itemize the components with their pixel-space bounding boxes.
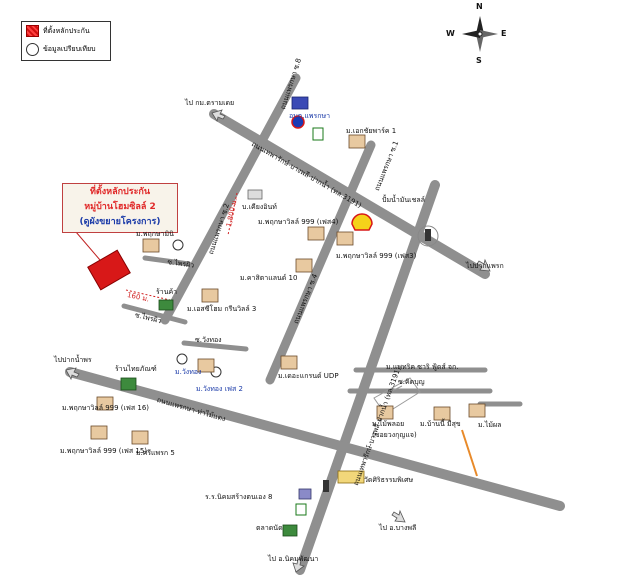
landmark-swatch bbox=[26, 42, 39, 56]
label-to-samutprakan: ไปปากน้ำพร bbox=[54, 356, 92, 364]
label-prueksa999-4: ม.พฤกษาวิลล์ 999 (เฟส4) bbox=[258, 218, 339, 226]
label-village-a1: ม.เอกชัยพาร์ค 1 bbox=[346, 127, 397, 135]
label-prueksa999-16: ม.พฤกษาวิลล์ 999 (เฟส 16) bbox=[62, 404, 150, 412]
label-sugar: บ.เคียงอินท์ bbox=[242, 203, 277, 211]
label-kasem10: ม.คาสิตาแลนด์ 10 bbox=[240, 274, 298, 282]
callout-line3: (ดูผังขยายโครงการ) bbox=[79, 217, 161, 227]
compass-e: E bbox=[501, 29, 507, 38]
seven-eleven-icon bbox=[312, 127, 324, 141]
legend-site-label: ที่ตั้งหลักประกัน bbox=[43, 26, 90, 35]
site-callout: ที่ตั้งหลักประกัน หมู่บ้านโฮมซิลล์ 2 (ดู… bbox=[62, 183, 178, 233]
traffic-light-top bbox=[417, 225, 439, 247]
temple-icon bbox=[337, 470, 365, 484]
label-market: ตลาดนัด bbox=[256, 524, 283, 532]
ptt-icon bbox=[291, 115, 305, 129]
label-s-homeville3: ม.เอสซีโฮม กรีนวิลล์ 3 bbox=[187, 305, 257, 313]
arrow-top-left bbox=[211, 109, 226, 123]
road-soi1 bbox=[265, 140, 376, 385]
compass-n: N bbox=[476, 2, 483, 11]
label-to-bangna: ไป กม.ตรามเดย bbox=[185, 99, 235, 107]
label-pruet-mini: ม.พฤกษามินิ bbox=[136, 230, 174, 238]
label-prueksa999-3: ม.พฤกษาวิลล์ 999 (เฟส3) bbox=[336, 252, 417, 260]
label-to-bottom-right: ไป อ.บางพลี bbox=[379, 524, 417, 532]
seven-eleven-icon-2 bbox=[295, 503, 307, 516]
school-icon bbox=[291, 96, 309, 110]
compass-w: W bbox=[446, 29, 455, 38]
road-soi-phumi bbox=[142, 255, 192, 267]
callout-line1: ที่ตั้งหลักประกัน bbox=[89, 187, 151, 197]
map-legend: ที่ตั้งหลักประกัน ข้อมูลเปรียบเทียบ bbox=[21, 21, 111, 61]
landmark-1 bbox=[176, 353, 188, 365]
label-m-wangthong: ม.วังทอง bbox=[175, 368, 202, 376]
label-soi-wangthong: ซ.วังทอง bbox=[195, 336, 222, 344]
factory-icon bbox=[247, 189, 263, 200]
house-icons bbox=[90, 134, 486, 445]
label-to-bottom: ไป อ.นิคมพัฒนา bbox=[268, 555, 319, 563]
label-shell: ปั้มน้ำมันเชลล์ bbox=[382, 196, 425, 204]
label-m-phatti: ม.แพทริค ซาริ ฟู้ดส์ จก. bbox=[386, 363, 459, 371]
label-m-wangthong2: ม.วังทอง เฟส 2 bbox=[196, 385, 243, 393]
label-school: อบต.แพรกษา bbox=[289, 112, 331, 120]
landmark-3 bbox=[172, 239, 184, 251]
road-orange bbox=[461, 429, 478, 477]
arrow-left bbox=[65, 367, 80, 381]
arrow-bottom bbox=[292, 558, 305, 573]
label-temple: วัดศิริธรรมพิเศษ bbox=[364, 476, 414, 484]
callout-line2: หมู่บ้านโฮมซิลล์ 2 bbox=[84, 202, 156, 212]
label-m-maiphloi-sub: (ซอยวงกุญแจ) bbox=[372, 431, 417, 439]
market-icon-2 bbox=[282, 524, 298, 537]
road-soi8 bbox=[160, 73, 301, 325]
compass-rose bbox=[462, 16, 498, 52]
road-phraeksa-main bbox=[65, 367, 565, 511]
label-soi-kitt: ซ.คิดบุญ bbox=[398, 378, 425, 386]
label-prueksa999-15: ม.พฤกษาวิลล์ 999 (เฟส 15) bbox=[60, 447, 148, 455]
label-m-maiphlo2: ม.ไม้ผล bbox=[478, 421, 502, 429]
shell-icon bbox=[351, 213, 373, 231]
label-to-praksa-right: ไปปากแพรก bbox=[466, 262, 504, 270]
label-school-sub: ร.ร.นิคมสร้างตนเอง 8 bbox=[205, 493, 273, 501]
label-m-bannee: ม.บ้านนี้ มีสุข bbox=[420, 420, 461, 428]
road-theparak-right bbox=[295, 180, 440, 575]
road-soi-mid bbox=[181, 340, 249, 352]
label-market-top: ร้านไทยภัณฑ์ bbox=[115, 365, 157, 373]
arrow-bottom-right bbox=[391, 509, 406, 523]
school-icon-2 bbox=[298, 488, 312, 500]
road-soi-left bbox=[121, 303, 188, 325]
legend-landmark-label: ข้อมูลเปรียบเทียบ bbox=[43, 44, 96, 53]
compass-s: S bbox=[476, 56, 482, 65]
site-marker bbox=[87, 249, 131, 291]
shop-icon bbox=[158, 299, 174, 311]
label-m-maiphloi: ม.ไม้พลอย bbox=[372, 420, 405, 428]
label-grand-udp: ม.เดอะแกรนด์ UDP bbox=[278, 372, 339, 380]
site-swatch bbox=[26, 25, 39, 37]
label-shop: ร้านค้า bbox=[156, 288, 178, 296]
arrow-right bbox=[476, 258, 491, 272]
label-m-charoen5: ม.ศรีแพรก 5 bbox=[136, 449, 175, 457]
market-icon bbox=[120, 377, 137, 391]
